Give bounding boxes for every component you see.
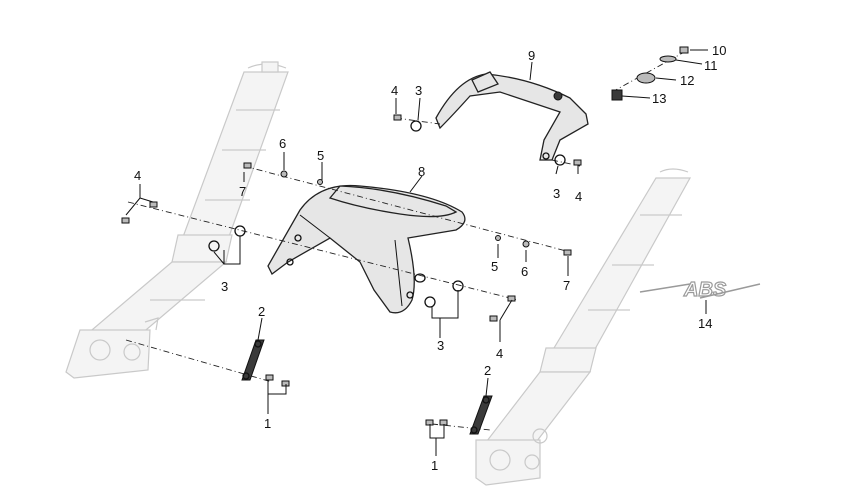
callout-10: 10 xyxy=(712,43,726,58)
callout-2-left: 2 xyxy=(258,304,265,319)
callout-4-left: 4 xyxy=(134,168,141,183)
callout-7-left: 7 xyxy=(239,184,246,199)
callout-labels: 4 3 7 6 5 8 9 4 3 3 4 10 11 12 13 5 6 7 … xyxy=(134,43,726,473)
callout-6-right: 6 xyxy=(521,264,528,279)
callout-9: 9 xyxy=(528,48,535,63)
callout-13: 13 xyxy=(652,91,666,106)
callout-3-top: 3 xyxy=(415,83,422,98)
callout-5-left: 5 xyxy=(317,148,324,163)
callout-3-right: 3 xyxy=(437,338,444,353)
inner-fender xyxy=(435,71,589,161)
callout-3-bracket: 3 xyxy=(553,186,560,201)
abs-logo: ABS xyxy=(639,278,761,302)
front-fender xyxy=(267,184,466,314)
callout-11: 11 xyxy=(704,58,718,73)
callout-6-left: 6 xyxy=(279,136,286,151)
callout-1-right: 1 xyxy=(431,458,438,473)
callout-5-right: 5 xyxy=(491,259,498,274)
callout-7-right: 7 xyxy=(563,278,570,293)
leader-lines xyxy=(125,49,708,456)
callout-2-right: 2 xyxy=(484,363,491,378)
callout-4-right: 4 xyxy=(496,346,503,361)
callout-1-left: 1 xyxy=(264,416,271,431)
abs-logo-text: ABS xyxy=(683,279,727,301)
callout-3-left: 3 xyxy=(221,279,228,294)
right-fork-leg xyxy=(475,168,692,486)
callout-8: 8 xyxy=(418,164,425,179)
callout-4-bracket: 4 xyxy=(575,189,582,204)
callout-14: 14 xyxy=(698,316,712,331)
callout-12: 12 xyxy=(680,73,694,88)
left-fork-leg xyxy=(65,61,289,379)
hose-clamps xyxy=(241,339,493,435)
callout-4-top: 4 xyxy=(391,83,398,98)
